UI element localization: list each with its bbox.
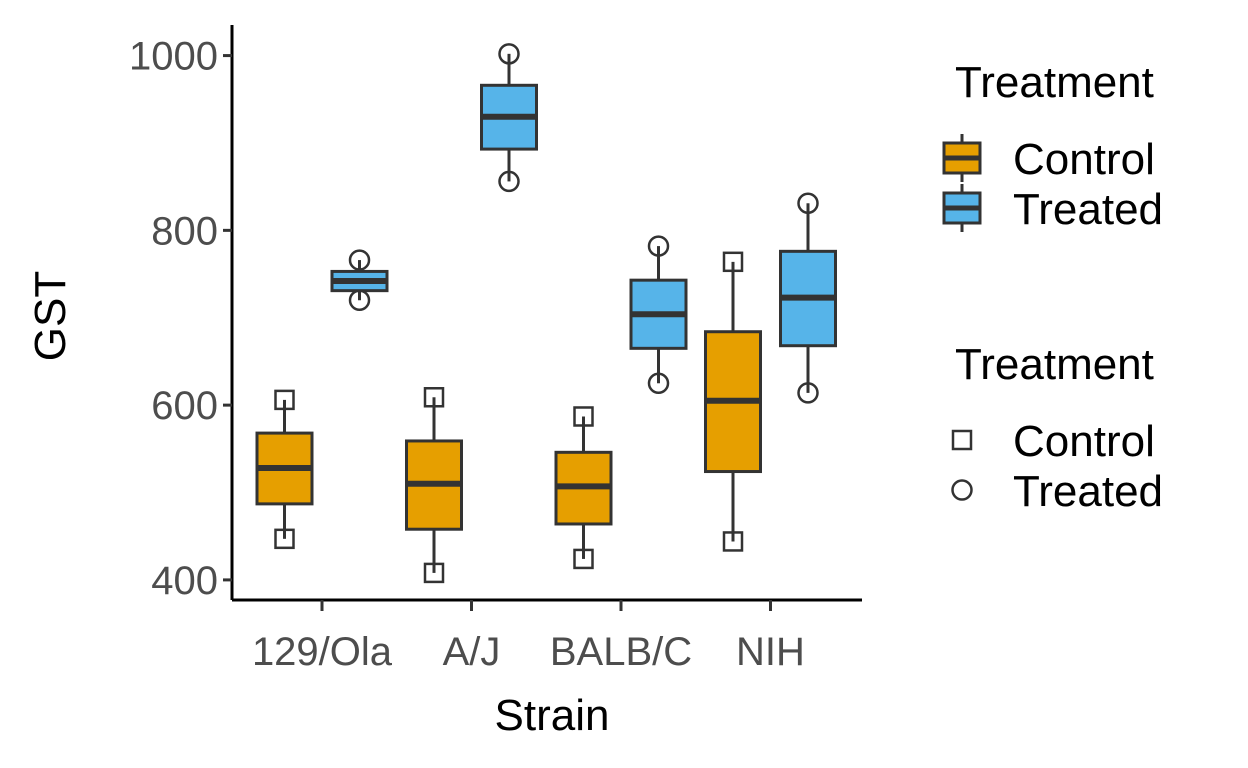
point-control-a-j-0 — [423, 562, 445, 584]
point-treated-129-ola-0 — [348, 289, 371, 312]
axes: 400 600 800 1000 129/Ola A/J BALB/C NIH — [129, 25, 862, 674]
box-treated-nih — [779, 203, 837, 393]
x-tick-label-129-ola: 129/Ola — [252, 630, 393, 674]
box-control-nih — [704, 261, 762, 542]
legend-fill-label-treated: Treated — [1013, 185, 1163, 234]
y-tick-label-800: 800 — [151, 209, 218, 253]
point-treated-balb-c-0 — [647, 372, 670, 395]
point-treated-nih-0 — [797, 382, 819, 404]
point-control-a-j-1 — [423, 387, 445, 408]
x-axis-title: Strain — [495, 691, 610, 740]
box-control-129-ola — [255, 399, 314, 539]
point-control-nih-0 — [722, 531, 744, 552]
point-control-nih-1 — [722, 251, 744, 273]
point-treated-nih-1 — [797, 192, 819, 215]
legend-treatment-fill: Treatment Control Treated — [942, 58, 1163, 234]
box-treated-balb-c — [629, 246, 688, 384]
point-treated-129-ola-1 — [348, 249, 371, 271]
plot-area — [255, 43, 837, 584]
legend-shape-key-treated — [951, 479, 973, 501]
y-axis-title: GST — [26, 271, 75, 361]
legend-fill-key-control — [942, 134, 982, 182]
box-control-a-j — [405, 397, 463, 573]
x-tick-label-balb-c: BALB/C — [550, 630, 692, 674]
point-treated-a-j-0 — [498, 170, 520, 193]
legend-fill-title: Treatment — [955, 58, 1154, 107]
point-control-balb-c-1 — [573, 406, 594, 427]
legend-shape-label-treated: Treated — [1013, 467, 1163, 516]
point-treated-a-j-1 — [498, 43, 520, 65]
point-treated-balb-c-1 — [647, 235, 670, 257]
legend-fill-label-control: Control — [1013, 135, 1155, 184]
x-tick-label-nih: NIH — [736, 630, 805, 674]
legend-shape-label-control: Control — [1013, 417, 1155, 466]
y-tick-label-400: 400 — [151, 559, 218, 603]
point-control-129-ola-1 — [274, 389, 295, 411]
box-control-balb-c — [554, 416, 613, 559]
box-treated-129-ola — [330, 260, 389, 301]
x-tick-label-a-j: A/J — [443, 630, 501, 674]
point-control-balb-c-0 — [573, 548, 594, 570]
point-control-129-ola-0 — [274, 528, 295, 550]
box-treated-a-j — [480, 53, 538, 182]
y-tick-label-1000: 1000 — [129, 35, 218, 79]
y-tick-label-600: 600 — [151, 384, 218, 428]
legend-treatment-shape: Treatment Control Treated — [951, 340, 1163, 516]
legend-shape-title: Treatment — [955, 340, 1154, 389]
legend-shape-key-control — [951, 429, 973, 451]
legend-fill-key-treated — [942, 184, 982, 232]
